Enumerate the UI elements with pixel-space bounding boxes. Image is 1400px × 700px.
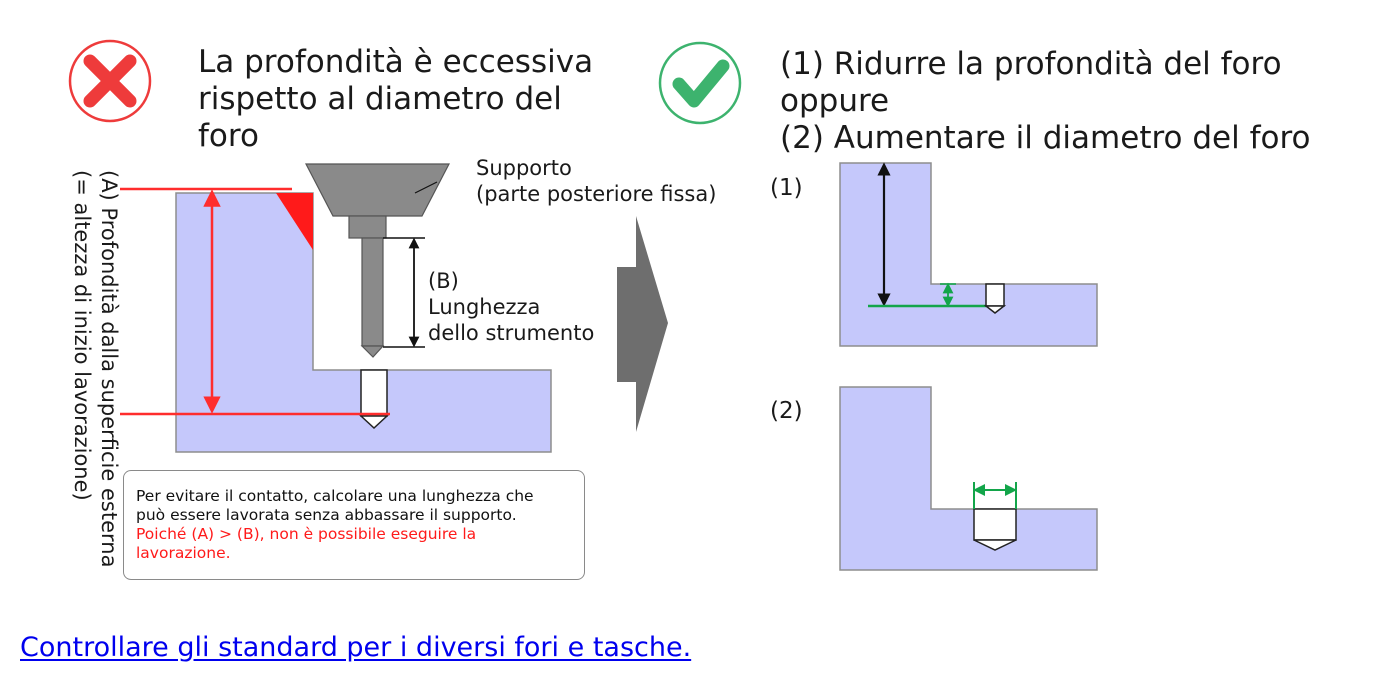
tool-shank bbox=[361, 237, 384, 347]
tool-holder bbox=[305, 163, 450, 217]
interference-triangle bbox=[276, 193, 313, 250]
x-circle-icon bbox=[68, 39, 152, 123]
standards-link[interactable]: Controllare gli standard per i diversi f… bbox=[20, 632, 692, 663]
solution-heading-line: (1) Ridurre la profondità del foro oppur… bbox=[780, 46, 1282, 119]
workpiece-right-2 bbox=[839, 386, 1098, 571]
transition-arrow bbox=[617, 216, 668, 432]
hole-right-2 bbox=[973, 508, 1017, 541]
note-box: Per evitare il contatto, calcolare una l… bbox=[123, 470, 585, 580]
depth-label: (A) Profondità dalla superficie esterna … bbox=[70, 170, 121, 568]
holder-label: Supporto (parte posteriore fissa) bbox=[476, 156, 717, 206]
problem-heading-line: rispetto al diametro del bbox=[198, 81, 562, 117]
problem-heading: La profondità è eccessiva rispetto al di… bbox=[198, 44, 593, 155]
problem-heading-line: foro bbox=[198, 118, 259, 154]
problem-heading-line: La profondità è eccessiva bbox=[198, 44, 594, 80]
workpiece-right-1 bbox=[839, 162, 1098, 347]
hole-right-1 bbox=[985, 283, 1005, 307]
check-circle-icon bbox=[658, 41, 742, 125]
option-2-label: (2) bbox=[770, 398, 803, 424]
option-1-label: (1) bbox=[770, 175, 803, 201]
solution-heading: (1) Ridurre la profondità del foro oppur… bbox=[780, 46, 1400, 157]
hole-left bbox=[360, 369, 388, 417]
tool-length-label: (B) Lunghezza dello strumento bbox=[428, 269, 595, 345]
tool-collar bbox=[348, 215, 387, 239]
solution-heading-line: (2) Aumentare il diametro del foro bbox=[780, 120, 1311, 156]
